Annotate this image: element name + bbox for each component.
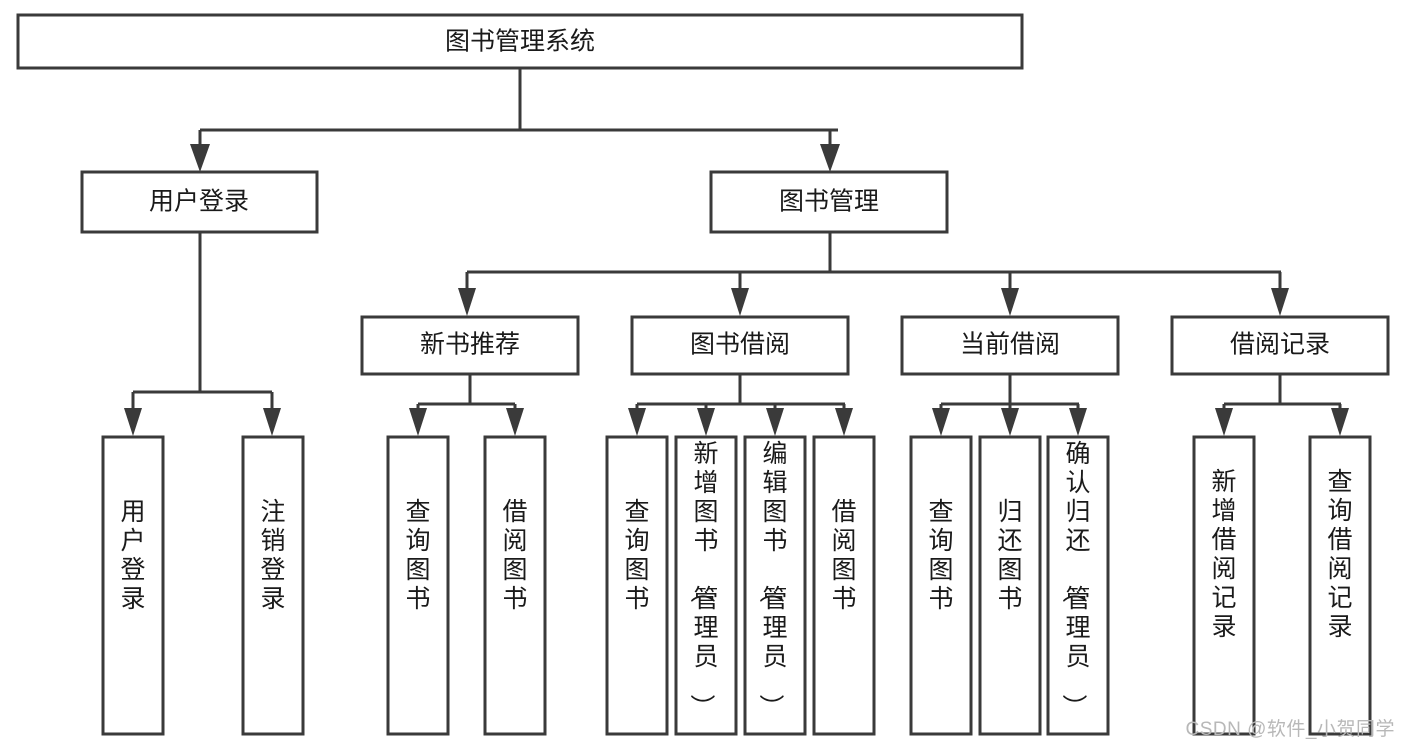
connector-book-borrow-children	[635, 374, 846, 414]
arrowhead-leaf-return-book	[1001, 408, 1019, 436]
leaf-user-login-box[interactable]	[101, 435, 165, 736]
arrowhead-book-borrow	[731, 288, 749, 316]
leaf-query-book-recommend[interactable]: 查询图书	[386, 435, 450, 736]
node-new-book-recommend[interactable]: 新书推荐	[360, 315, 580, 376]
node-book-manage-box[interactable]	[709, 170, 949, 234]
arrowhead-leaf-confirm-return	[1069, 408, 1087, 436]
leaf-query-book-recommend-label: 查询图书	[405, 498, 430, 613]
arrowhead-new-book	[458, 288, 476, 316]
leaf-borrow-book-borrow[interactable]: 借阅图书	[812, 435, 876, 736]
node-root-box[interactable]	[16, 13, 1024, 70]
leaf-query-book-recommend-box[interactable]	[386, 435, 450, 736]
leaf-logout-box[interactable]	[241, 435, 305, 736]
arrowhead-user-login	[190, 144, 210, 172]
watermark-text: CSDN @软件_小贺同学	[1185, 719, 1395, 740]
arrowhead-leaf-edit-book	[766, 408, 784, 436]
leaf-logout[interactable]: 注销登录	[241, 435, 305, 736]
arrowhead-leaf-add-book	[697, 408, 715, 436]
leaf-confirm-return[interactable]: 确认归还（管理员）	[1046, 435, 1110, 736]
leaf-add-borrow-record[interactable]: 新增借阅记录	[1192, 435, 1256, 736]
node-user-login-label: 用户登录	[149, 188, 249, 216]
leaf-return-book-label: 归还图书	[997, 498, 1022, 613]
connector-root-to-level2	[198, 68, 838, 152]
arrowhead-leaf-borrow-book-2	[835, 408, 853, 436]
leaf-edit-book-box[interactable]	[743, 435, 807, 736]
node-new-book-recommend-label: 新书推荐	[420, 331, 520, 359]
node-borrow-record[interactable]: 借阅记录	[1170, 315, 1390, 376]
leaf-confirm-return-box[interactable]	[1046, 435, 1110, 736]
leaf-query-borrow-record[interactable]: 查询借阅记录	[1308, 435, 1372, 736]
arrowhead-leaf-add-record	[1215, 408, 1233, 436]
leaf-add-book[interactable]: 新增图书（管理员）	[674, 435, 738, 736]
arrowhead-leaf-logout	[263, 408, 281, 436]
connector-layer	[124, 68, 1349, 436]
leaf-user-login-label: 用户登录	[120, 498, 145, 613]
leaf-add-book-label: 新增图书（管理员）	[687, 440, 718, 719]
leaf-query-book-borrow-label: 查询图书	[624, 498, 649, 613]
node-book-borrow-box[interactable]	[630, 315, 850, 376]
arrowhead-leaf-user-login	[124, 408, 142, 436]
leaf-add-borrow-record-box[interactable]	[1192, 435, 1256, 736]
arrowhead-leaf-query-book-1	[409, 408, 427, 436]
leaf-query-book-borrow-box[interactable]	[605, 435, 669, 736]
arrowhead-leaf-query-book-3	[932, 408, 950, 436]
node-new-book-recommend-box[interactable]	[360, 315, 580, 376]
leaf-query-borrow-record-box[interactable]	[1308, 435, 1372, 736]
node-book-manage[interactable]: 图书管理	[709, 170, 949, 234]
leaf-user-login[interactable]: 用户登录	[101, 435, 165, 736]
connector-book-manage-to-level3	[465, 232, 1282, 294]
connector-user-login-children	[131, 232, 274, 414]
node-book-borrow[interactable]: 图书借阅	[630, 315, 850, 376]
leaf-borrow-book-recommend-box[interactable]	[483, 435, 547, 736]
leaf-logout-label: 注销登录	[260, 498, 285, 613]
leaf-edit-book-label: 编辑图书（管理员）	[756, 440, 787, 719]
node-current-borrow-box[interactable]	[900, 315, 1120, 376]
arrowhead-borrow-record	[1271, 288, 1289, 316]
node-current-borrow[interactable]: 当前借阅	[900, 315, 1120, 376]
node-user-login-box[interactable]	[80, 170, 319, 234]
node-book-manage-label: 图书管理	[779, 188, 879, 216]
leaf-return-book-box[interactable]	[978, 435, 1042, 736]
leaf-add-book-box[interactable]	[674, 435, 738, 736]
leaf-query-book-current-label: 查询图书	[928, 498, 953, 613]
node-borrow-record-label: 借阅记录	[1230, 331, 1330, 359]
connector-new-book-children	[416, 374, 517, 414]
leaf-borrow-book-recommend-label: 借阅图书	[502, 498, 527, 613]
node-current-borrow-label: 当前借阅	[960, 331, 1060, 359]
arrowhead-current-borrow	[1001, 288, 1019, 316]
node-book-borrow-label: 图书借阅	[690, 331, 790, 359]
leaf-borrow-book-borrow-label: 借阅图书	[831, 498, 856, 613]
node-user-login[interactable]: 用户登录	[80, 170, 319, 234]
leaf-edit-book[interactable]: 编辑图书（管理员）	[743, 435, 807, 736]
leaf-query-book-borrow[interactable]: 查询图书	[605, 435, 669, 736]
arrowhead-leaf-query-record	[1331, 408, 1349, 436]
arrowhead-leaf-borrow-book-1	[506, 408, 524, 436]
leaf-borrow-book-recommend[interactable]: 借阅图书	[483, 435, 547, 736]
leaf-confirm-return-label: 确认归还（管理员）	[1059, 440, 1090, 719]
arrowhead-leaf-query-book-2	[628, 408, 646, 436]
leaf-borrow-book-borrow-box[interactable]	[812, 435, 876, 736]
leaf-query-borrow-record-label: 查询借阅记录	[1327, 468, 1352, 641]
leaf-query-book-current[interactable]: 查询图书	[909, 435, 973, 736]
leaf-query-book-current-box[interactable]	[909, 435, 973, 736]
connector-borrow-record-children	[1222, 374, 1342, 414]
node-borrow-record-box[interactable]	[1170, 315, 1390, 376]
node-root[interactable]: 图书管理系统	[16, 13, 1024, 70]
leaf-add-borrow-record-label: 新增借阅记录	[1211, 468, 1236, 641]
node-root-label: 图书管理系统	[445, 28, 595, 56]
arrowhead-book-manage	[820, 144, 840, 172]
leaf-return-book[interactable]: 归还图书	[978, 435, 1042, 736]
